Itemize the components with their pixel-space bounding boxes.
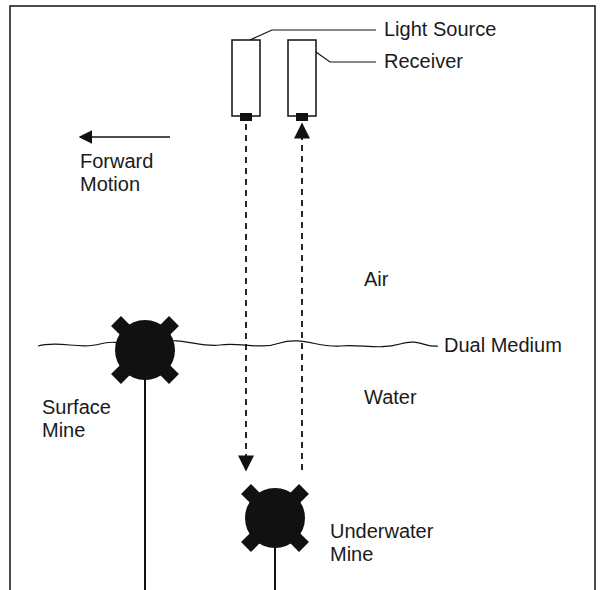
- part-label: Underwater Mine: [330, 520, 440, 566]
- medium-label: Air: [364, 268, 444, 291]
- medium-label: Dual Medium: [444, 334, 594, 357]
- part-label: Receiver: [384, 50, 544, 73]
- receiver-box: [288, 40, 316, 116]
- light-source-box: [232, 40, 260, 116]
- motion-arrow: [80, 136, 170, 138]
- medium-label: Water: [364, 386, 444, 409]
- underwater-mine: [241, 484, 309, 552]
- part-label: Light Source: [384, 18, 544, 41]
- part-label: Surface Mine: [42, 396, 137, 442]
- leader-line: [316, 52, 376, 62]
- motion-label: Forward Motion: [80, 150, 175, 196]
- reflected-beam: [301, 124, 303, 470]
- receiver-lens: [296, 113, 308, 121]
- light-source-lens: [240, 113, 252, 121]
- light-beam: [245, 124, 247, 470]
- water-surface: [38, 341, 438, 347]
- frame: [10, 6, 595, 590]
- surface-mine: [111, 316, 179, 384]
- leader-line: [250, 30, 376, 40]
- tether: [144, 370, 146, 590]
